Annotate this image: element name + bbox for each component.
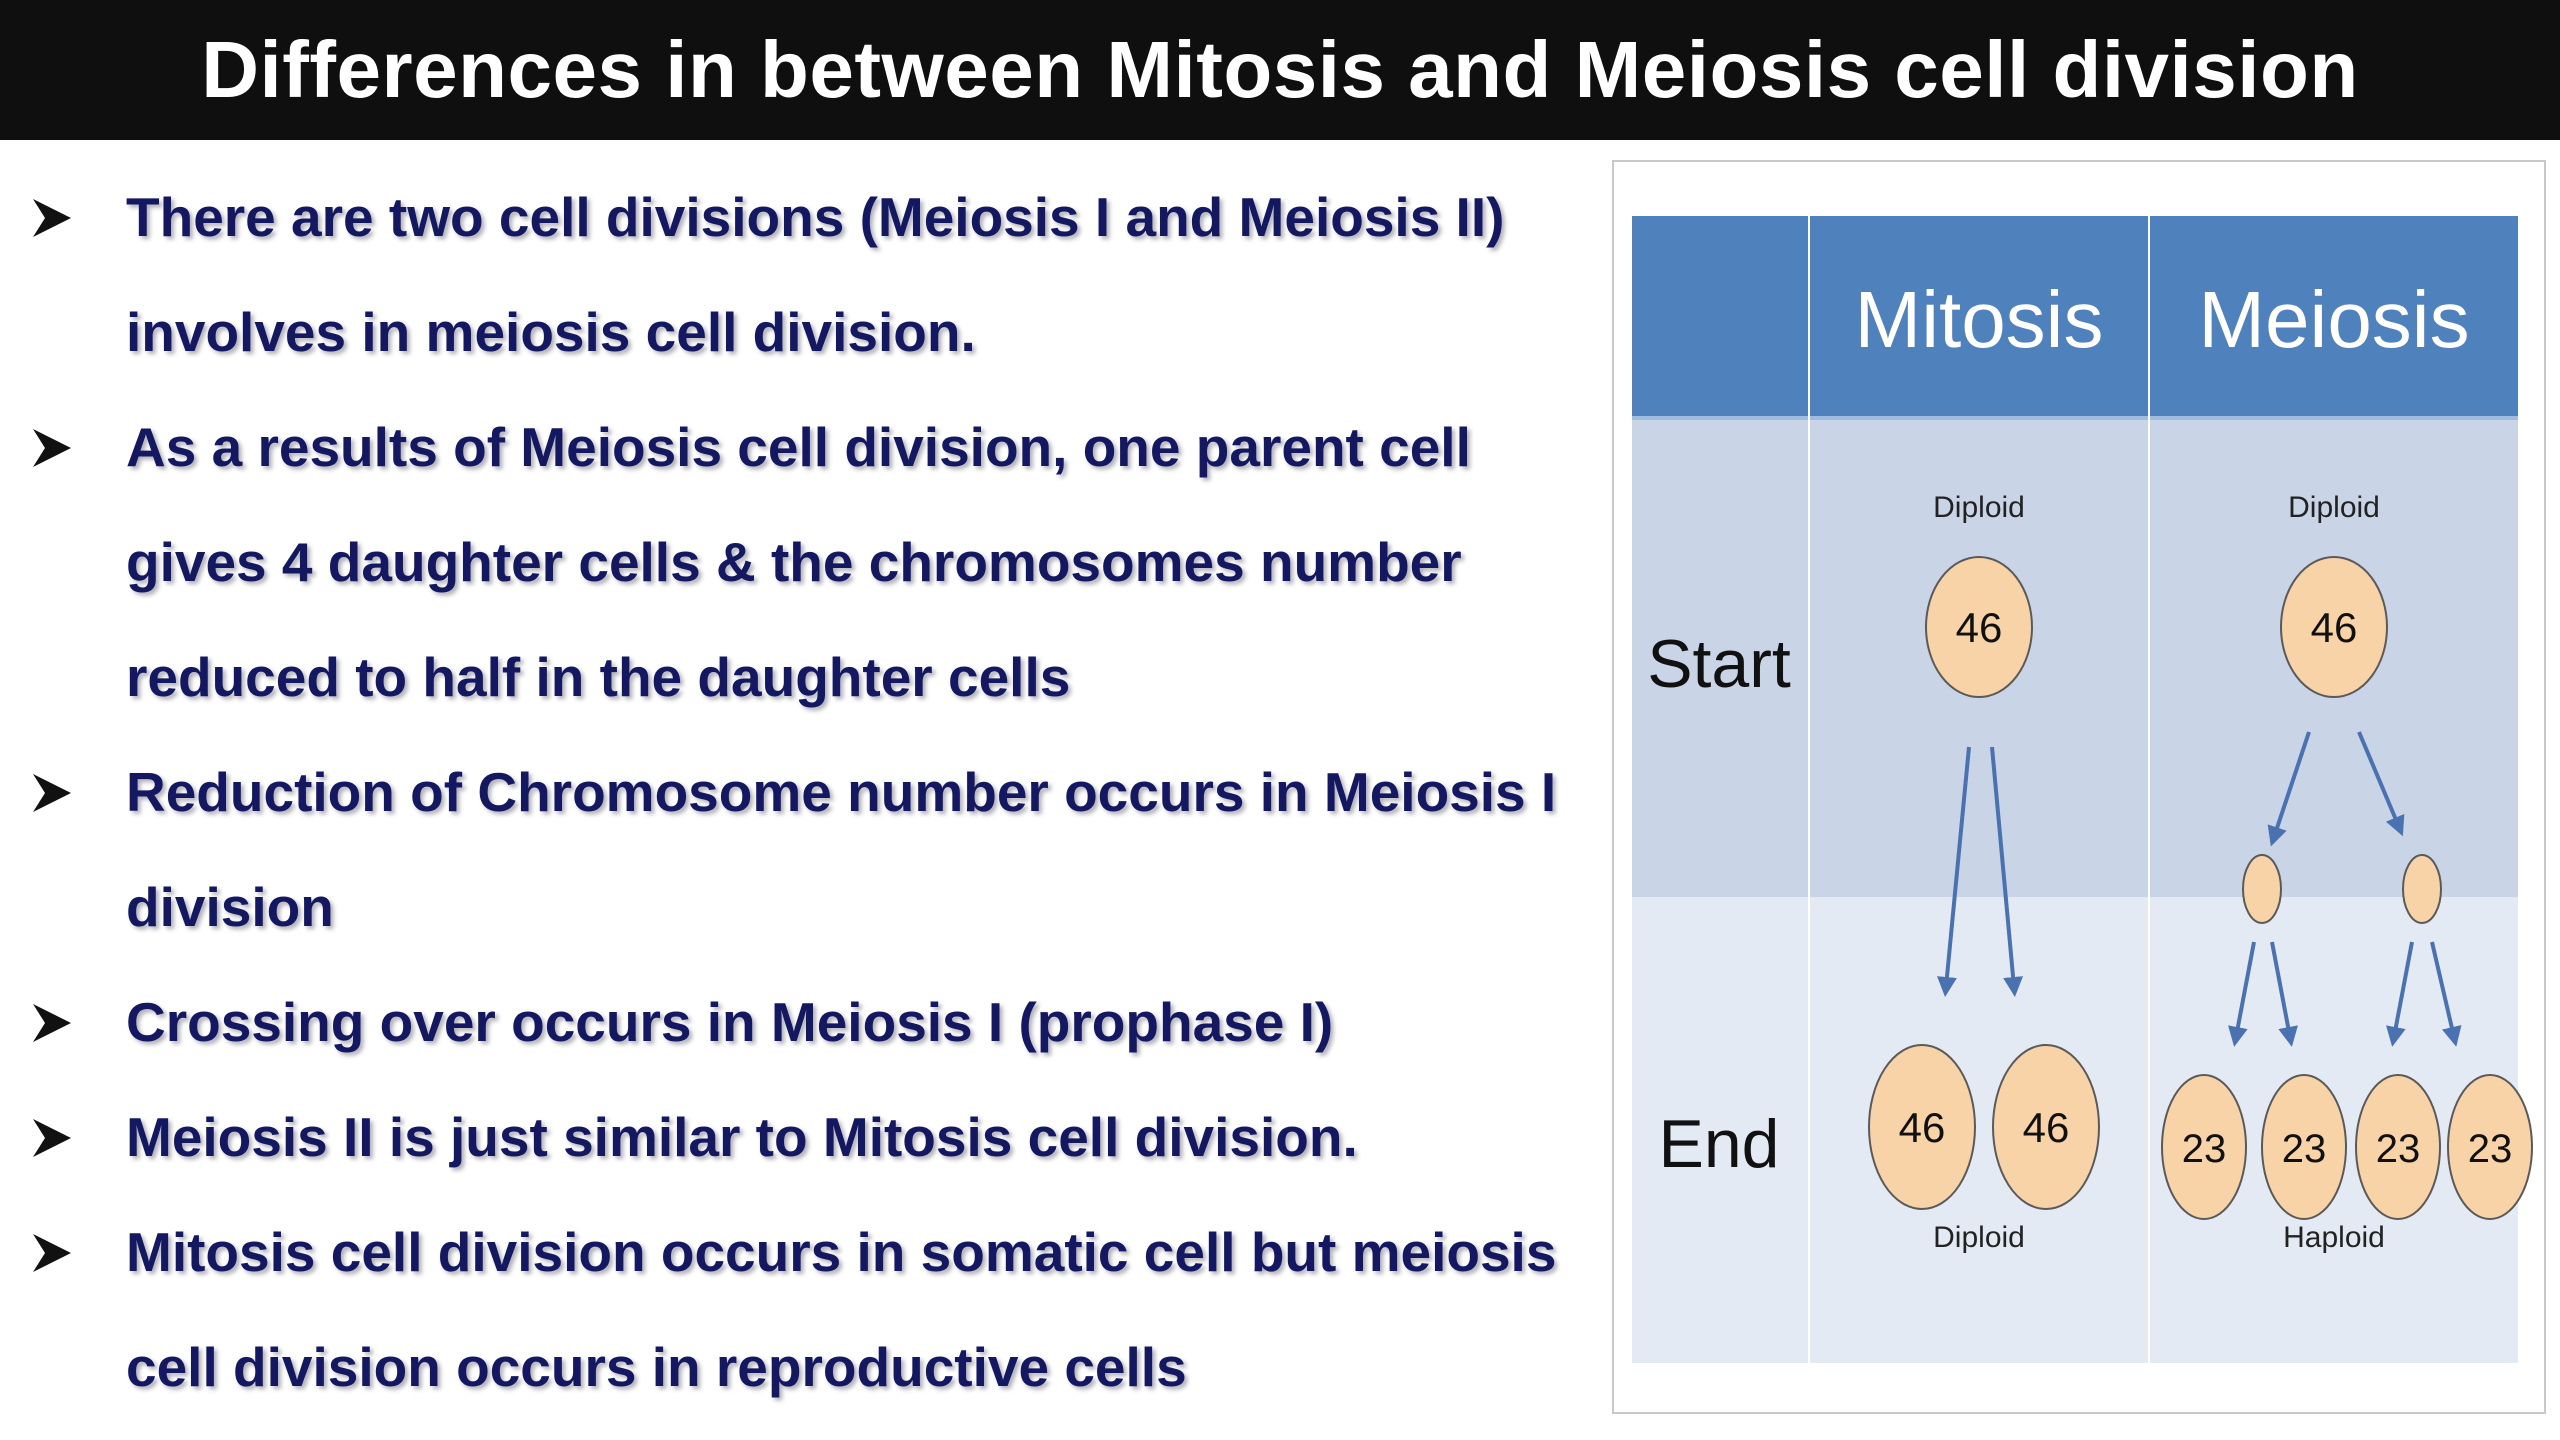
- meiosis-daughter-value: 23: [2282, 1127, 2327, 1171]
- bullet-item: Reduction of Chromosome number occurs in…: [30, 735, 1590, 965]
- header-divider: [1632, 416, 2518, 420]
- meiosis-arrow: [2228, 941, 2256, 1047]
- bullet-text: There are two cell divisions (Meiosis I …: [126, 186, 1505, 363]
- meiosis-arrow: [2430, 941, 2462, 1047]
- bullet-item: Crossing over occurs in Meiosis I (proph…: [30, 965, 1590, 1080]
- meiosis-daughter-value: 23: [2182, 1127, 2227, 1171]
- column-header-mitosis: Mitosis: [1855, 275, 2104, 364]
- bullet-item: As a results of Meiosis cell division, o…: [30, 390, 1590, 735]
- meiosis-start-label: Diploid: [2288, 491, 2380, 524]
- mitosis-end-label: Diploid: [1933, 1221, 2025, 1254]
- arrow-bullet-icon: [30, 1080, 100, 1195]
- meiosis-arrow: [2386, 941, 2414, 1047]
- meiosis-arrow: [2267, 731, 2311, 847]
- mitosis-parent-cell: [1925, 556, 2033, 698]
- arrow-bullet-icon: [30, 160, 100, 275]
- arrow-bullet-icon: [30, 735, 100, 850]
- meiosis-daughter-cell: [2355, 1074, 2441, 1220]
- arrow-bullet-icon: [30, 965, 100, 1080]
- meiosis-end-label: Haploid: [2283, 1221, 2385, 1254]
- meiosis-daughter-value: 23: [2376, 1127, 2421, 1171]
- bullet-text: Mitosis cell division occurs in somatic …: [126, 1221, 1557, 1398]
- bullet-item: There are two cell divisions (Meiosis I …: [30, 160, 1590, 390]
- mitosis-daughter-value: 46: [1899, 1104, 1946, 1151]
- meiosis-daughter-cell: [2161, 1074, 2247, 1220]
- meiosis-parent-cell: [2280, 556, 2388, 698]
- bullet-item: Mitosis cell division occurs in somatic …: [30, 1195, 1590, 1425]
- meiosis-daughter-value: 23: [2468, 1127, 2513, 1171]
- mitosis-meiosis-figure: Mitosis Meiosis Start End Diploid 46 46 …: [1612, 160, 2546, 1414]
- mitosis-daughter-cell: [1868, 1044, 1976, 1210]
- bullet-text: Crossing over occurs in Meiosis I (proph…: [126, 991, 1334, 1053]
- comparison-diagram: Mitosis Meiosis Start End Diploid 46 46 …: [1632, 216, 2533, 1363]
- meiosis-daughter-cell: [2447, 1074, 2533, 1220]
- title-bar: Differences in between Mitosis and Meios…: [0, 0, 2560, 140]
- page-title: Differences in between Mitosis and Meios…: [201, 25, 2359, 114]
- header-row: [1632, 216, 2518, 416]
- mitosis-arrow: [1990, 746, 2024, 997]
- mitosis-daughter-value: 46: [2023, 1104, 2070, 1151]
- row-label-end: End: [1659, 1106, 1780, 1182]
- meiosis-arrow: [2357, 731, 2405, 837]
- column-header-meiosis: Meiosis: [2198, 275, 2469, 364]
- row-label-start: Start: [1647, 626, 1791, 702]
- arrow-bullet-icon: [30, 1195, 100, 1310]
- bullet-text: Reduction of Chromosome number occurs in…: [126, 761, 1557, 938]
- bullet-item: Meiosis II is just similar to Mitosis ce…: [30, 1080, 1590, 1195]
- meiosis-intermediate-cell: [2242, 854, 2282, 924]
- meiosis-intermediate-cell: [2402, 854, 2442, 924]
- mitosis-start-label: Diploid: [1933, 491, 2025, 524]
- mitosis-daughter-cell: [1992, 1044, 2100, 1210]
- meiosis-arrow: [2270, 941, 2298, 1047]
- bullet-text: Meiosis II is just similar to Mitosis ce…: [126, 1106, 1358, 1168]
- bullet-list: There are two cell divisions (Meiosis I …: [30, 160, 1590, 1425]
- meiosis-parent-value: 46: [2311, 604, 2358, 651]
- mitosis-arrow: [1936, 746, 1971, 997]
- mitosis-parent-value: 46: [1956, 604, 2003, 651]
- meiosis-daughter-cell: [2261, 1074, 2347, 1220]
- bullet-text: As a results of Meiosis cell division, o…: [126, 416, 1471, 708]
- arrow-bullet-icon: [30, 390, 100, 505]
